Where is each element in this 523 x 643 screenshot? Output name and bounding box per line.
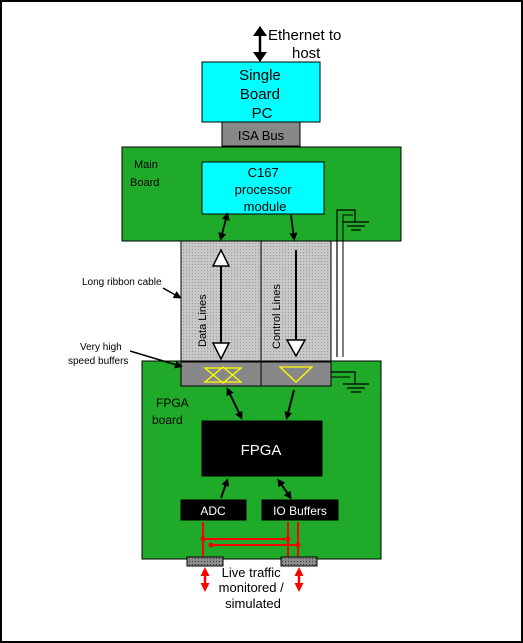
adc-fpga-arrow xyxy=(220,478,230,499)
live-traffic-label: Live traffic monitored / simulated xyxy=(219,565,288,611)
io-buffers-block xyxy=(261,499,339,521)
io-fpga-arrow xyxy=(277,478,292,500)
adc-block xyxy=(180,499,247,521)
long-ribbon-cable-pointer xyxy=(162,287,182,299)
data-lines-label: Data Lines xyxy=(197,294,209,347)
unidirectional-buffer-triangle-icon xyxy=(278,366,314,383)
ethernet-double-arrow-icon xyxy=(253,26,267,62)
main-board-ground-icon xyxy=(336,209,369,357)
very-high-speed-buffers-label: Very high speed buffers xyxy=(68,342,128,367)
fpga-chip xyxy=(201,420,323,477)
buffers-pointer xyxy=(129,350,183,369)
control-lines-label: Control Lines xyxy=(271,284,283,349)
data-lines-double-arrow-icon xyxy=(211,248,231,361)
c167-data-arrow xyxy=(218,212,230,241)
io-buffers-label: IO Buffers xyxy=(273,504,327,518)
adc-label: ADC xyxy=(200,504,226,518)
ethernet-label: Ethernet to host xyxy=(268,27,346,62)
fpga-board-ground-icon xyxy=(331,371,369,393)
isa-bus xyxy=(221,121,301,147)
red-signal-links xyxy=(202,522,299,558)
red-junction-dots xyxy=(200,536,301,548)
c167-processor-module xyxy=(201,161,325,215)
bidirectional-buffer-triangle-icon xyxy=(203,366,243,384)
c167-label: C167 processor module xyxy=(235,165,296,214)
control-lines-arrow-icon xyxy=(285,250,307,358)
single-board-pc-label: Single Board PC xyxy=(239,67,285,122)
fpga-label: FPGA xyxy=(241,442,282,459)
left-traffic-connector xyxy=(186,556,224,567)
isa-bus-label: ISA Bus xyxy=(238,128,285,143)
main-board-label: Main Board xyxy=(130,159,161,189)
control-buffer-fpga-arrow xyxy=(284,389,295,420)
fpga-board xyxy=(141,360,382,560)
c167-control-arrow xyxy=(289,214,298,241)
long-ribbon-cable-label: Long ribbon cable xyxy=(82,277,162,288)
data-buffer-fpga-arrow xyxy=(226,387,243,420)
right-traffic-connector xyxy=(280,556,318,567)
single-board-pc xyxy=(201,61,321,123)
fpga-board-label: FPGA board xyxy=(152,396,191,427)
